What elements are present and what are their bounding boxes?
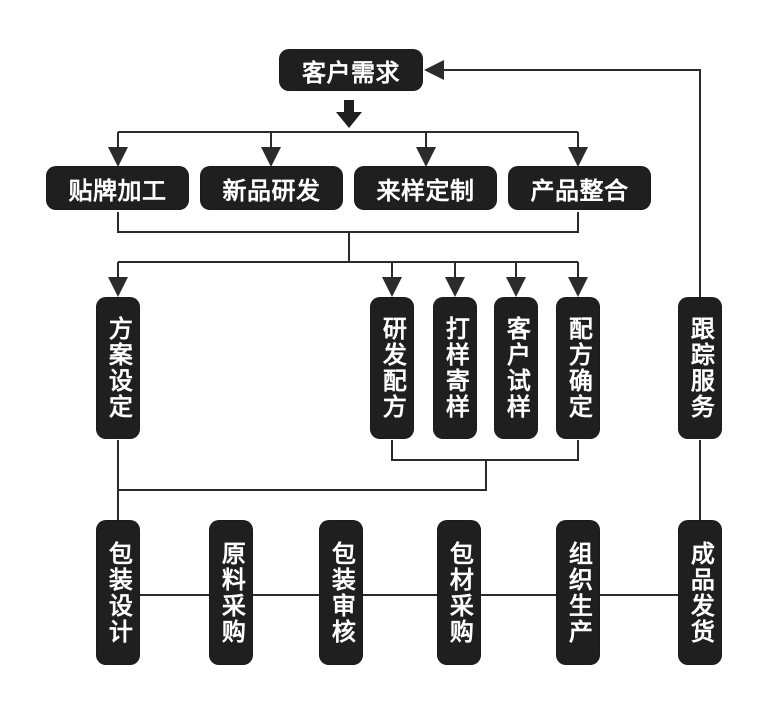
row2-to-row3-connector xyxy=(118,460,487,491)
customer-demand-label: 客户需求 xyxy=(302,58,400,87)
package-design-node[interactable]: 包装设计 xyxy=(96,520,140,665)
package-review-node[interactable]: 包装审核 xyxy=(319,520,363,665)
raw-procurement-node[interactable]: 原料采购 xyxy=(209,520,253,665)
package-design-label: 包装设计 xyxy=(104,540,133,645)
labeling-label: 贴牌加工 xyxy=(68,176,167,205)
down-arrow-icon xyxy=(336,100,362,128)
proofing-send-label: 打样寄样 xyxy=(441,316,470,420)
formula-confirm-label: 配方确定 xyxy=(564,316,593,420)
row2-join-line xyxy=(391,440,579,461)
rd-formula-label: 研发配方 xyxy=(378,316,407,420)
row1-join-line xyxy=(117,212,579,233)
product-integration-node[interactable]: 产品整合 xyxy=(508,166,651,210)
raw-procurement-label: 原料采购 xyxy=(217,540,246,645)
finished-delivery-label: 成品发货 xyxy=(686,540,715,645)
organize-production-node[interactable]: 组织生产 xyxy=(556,520,600,665)
packaging-procurement-node[interactable]: 包材采购 xyxy=(437,520,481,665)
custom-sample-label: 来样定制 xyxy=(376,176,475,205)
finished-delivery-node[interactable]: 成品发货 xyxy=(678,520,722,665)
product-integration-label: 产品整合 xyxy=(530,176,629,205)
rd-formula-node[interactable]: 研发配方 xyxy=(370,297,414,439)
follow-service-node[interactable]: 跟踪服务 xyxy=(678,297,722,439)
proofing-send-node[interactable]: 打样寄样 xyxy=(433,297,477,439)
formula-confirm-node[interactable]: 配方确定 xyxy=(556,297,600,439)
follow-service-label: 跟踪服务 xyxy=(686,316,715,420)
organize-production-label: 组织生产 xyxy=(564,540,593,645)
package-review-label: 包装审核 xyxy=(327,540,356,645)
plan-setting-label: 方案设定 xyxy=(104,316,133,420)
customer-demand-node[interactable]: 客户需求 xyxy=(279,49,423,91)
customer-trial-node[interactable]: 客户试样 xyxy=(494,297,538,439)
plan-setting-node[interactable]: 方案设定 xyxy=(96,297,140,439)
new-product-rd-label: 新品研发 xyxy=(222,176,321,205)
packaging-procurement-label: 包材采购 xyxy=(445,540,474,645)
labeling-node[interactable]: 贴牌加工 xyxy=(46,166,189,210)
new-product-rd-node[interactable]: 新品研发 xyxy=(200,166,343,210)
customer-trial-label: 客户试样 xyxy=(502,316,531,420)
custom-sample-node[interactable]: 来样定制 xyxy=(354,166,497,210)
